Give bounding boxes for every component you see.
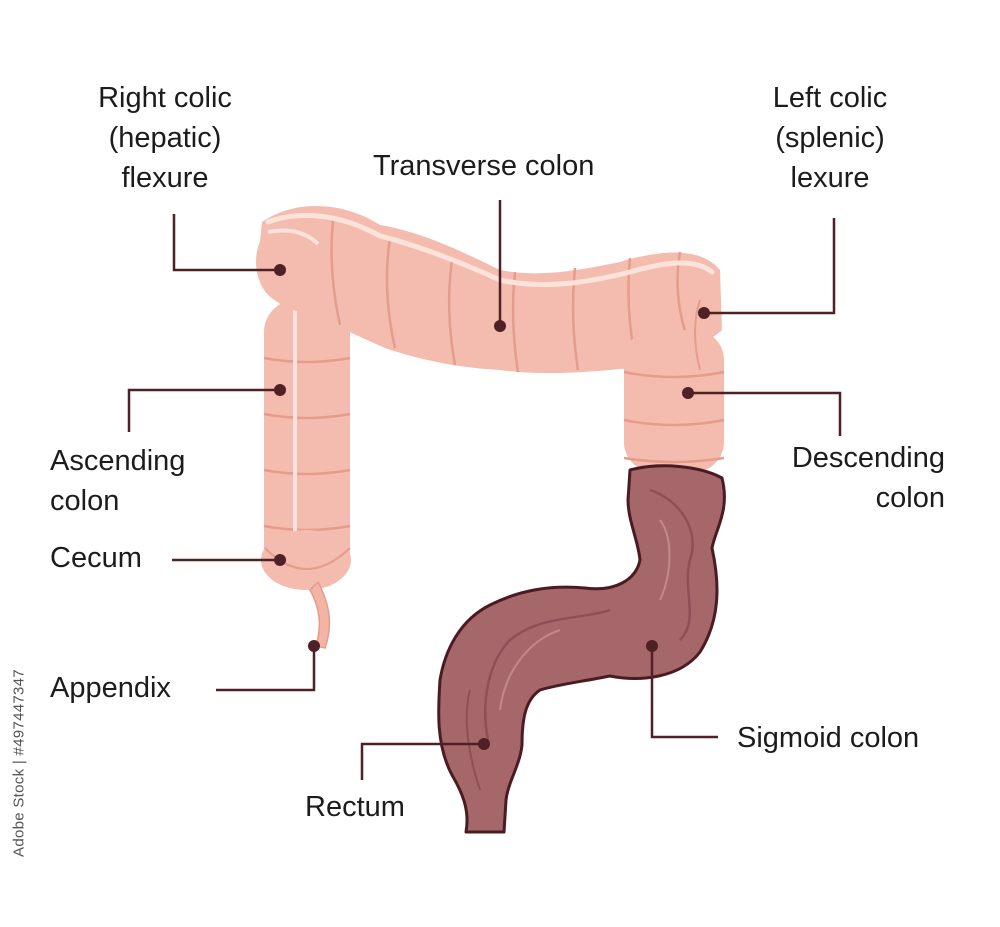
dot-sigmoid (646, 640, 658, 652)
leader-sigmoid (650, 646, 718, 739)
dot-transverse (494, 320, 506, 332)
leader-left-colic (704, 218, 836, 315)
label-ascending-line-1: Ascending (50, 445, 186, 477)
label-right-colic-line-3: flexure (121, 162, 209, 194)
leader-lines (127, 200, 842, 780)
label-ascending-line-2: colon (50, 485, 120, 517)
label-cecum: Cecum (50, 542, 142, 574)
dot-descending (682, 387, 694, 399)
stock-watermark-id: Adobe Stock | #497447347 (6, 669, 32, 857)
label-transverse-colon: Transverse colon (373, 150, 595, 182)
dot-appendix (308, 640, 320, 652)
large-intestine-body (256, 205, 725, 649)
label-descending-line-1: Descending (791, 442, 945, 474)
label-descending-line-2: colon (875, 482, 945, 514)
label-right-colic-line-2: (hepatic) (108, 122, 222, 154)
label-ascending-colon: Ascending colon (50, 441, 185, 521)
label-right-colic-flexure: Right colic (hepatic) flexure (70, 78, 260, 198)
sigmoid-and-rectum-shape (437, 464, 726, 834)
label-appendix: Appendix (50, 672, 171, 704)
appendix-shape (309, 580, 331, 649)
dot-right-colic (274, 264, 286, 276)
label-left-colic-line-2: (splenic) (775, 122, 885, 154)
dot-rectum (478, 738, 490, 750)
label-right-colic-line-1: Right colic (98, 82, 232, 114)
label-rectum: Rectum (305, 791, 405, 823)
descending-colon-shape (623, 299, 725, 472)
leader-right-colic (172, 214, 280, 272)
transverse-colon-shape (256, 205, 722, 374)
dot-ascending (274, 384, 286, 396)
leader-ascending (127, 388, 280, 432)
label-left-colic-line-3: lexure (790, 162, 870, 194)
dot-cecum (274, 554, 286, 566)
label-sigmoid-colon: Sigmoid colon (737, 722, 920, 754)
dot-left-colic (698, 307, 710, 319)
leader-dots (274, 264, 710, 750)
label-left-colic-flexure: Left colic (splenic) lexure (735, 78, 925, 198)
ascending-colon-shape (261, 300, 351, 590)
label-descending-colon: Descending colon (745, 438, 945, 518)
leader-descending (688, 391, 842, 436)
leader-appendix (216, 646, 316, 692)
stock-id-text: Adobe Stock | #497447347 (10, 669, 28, 857)
leader-rectum (360, 742, 484, 780)
label-left-colic-line-1: Left colic (772, 82, 888, 114)
